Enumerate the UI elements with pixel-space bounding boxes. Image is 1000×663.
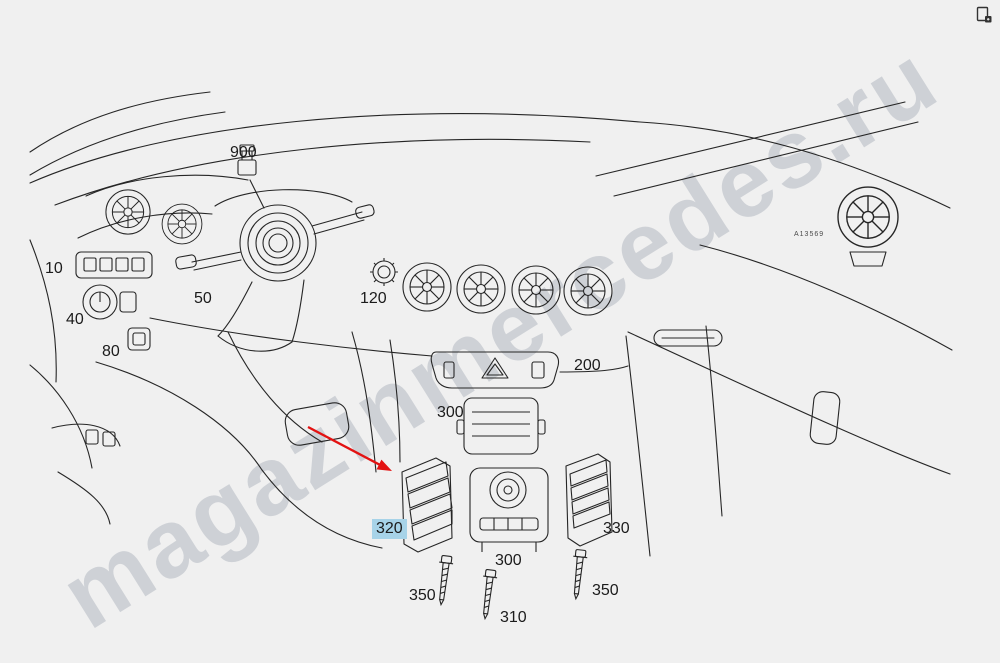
- callout-120[interactable]: 120: [360, 290, 387, 307]
- part-300-lower-unit-art[interactable]: [469, 467, 549, 552]
- left-air-vents-art: [105, 189, 203, 245]
- part-310-screw-art[interactable]: [477, 568, 499, 621]
- part-350-screw-left-art[interactable]: [433, 554, 455, 607]
- callout-10[interactable]: 10: [45, 260, 63, 277]
- part-40-headlight-switch-art[interactable]: [82, 284, 137, 320]
- callout-200[interactable]: 200: [574, 357, 601, 374]
- diagram-code: A13569: [794, 231, 825, 238]
- part-80-switch-art[interactable]: [127, 327, 151, 351]
- callout-350-left[interactable]: 350: [409, 587, 436, 604]
- steering-column-art[interactable]: [175, 179, 375, 352]
- part-330-switch-bank-art[interactable]: [565, 453, 613, 547]
- callout-320-highlighted[interactable]: 320: [372, 519, 407, 539]
- part-320-switch-bank-art[interactable]: [401, 457, 453, 553]
- export-diagram-icon[interactable]: [975, 6, 993, 24]
- callout-50[interactable]: 50: [194, 290, 212, 307]
- center-air-vents-art: [402, 262, 613, 316]
- callout-310[interactable]: 310: [500, 609, 527, 626]
- callout-900[interactable]: 900: [230, 144, 257, 161]
- part-300-upper-unit-art[interactable]: [456, 397, 546, 455]
- callout-80[interactable]: 80: [102, 343, 120, 360]
- part-120-grommet-art[interactable]: [370, 258, 398, 286]
- dashboard-contours-art: [29, 91, 953, 557]
- right-air-vent-art: [837, 186, 899, 248]
- pointer-arrow: [307, 425, 392, 471]
- part-10-switch-panel-art[interactable]: [75, 251, 153, 279]
- part-350-screw-right-art[interactable]: [568, 548, 589, 601]
- callout-300-lower[interactable]: 300: [495, 552, 522, 569]
- callout-40[interactable]: 40: [66, 311, 84, 328]
- callout-330[interactable]: 330: [603, 520, 630, 537]
- callout-300-upper[interactable]: 300: [437, 404, 464, 421]
- callout-350-right[interactable]: 350: [592, 582, 619, 599]
- part-200-hazard-trim-art[interactable]: [430, 351, 560, 389]
- page-export-icon-glyph: [976, 6, 992, 23]
- part-900-clip-art[interactable]: [237, 144, 257, 176]
